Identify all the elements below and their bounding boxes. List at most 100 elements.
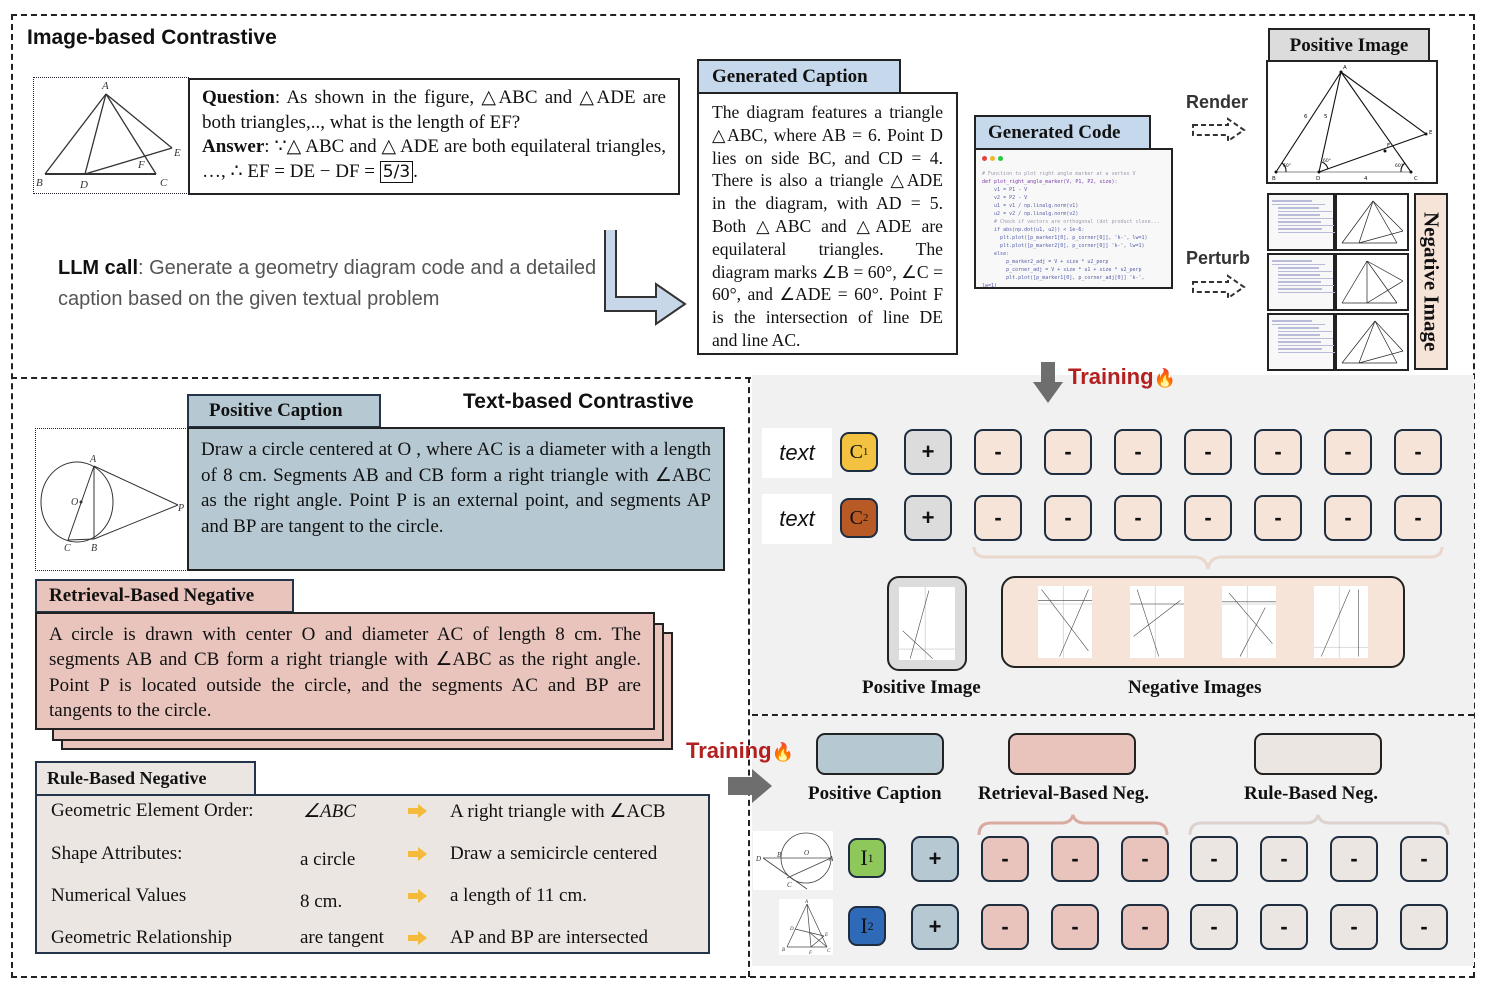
retrieval-negative-tab: Retrieval-Based Negative: [35, 579, 294, 613]
pos-image-label-d: D: [1316, 176, 1320, 182]
circle-label-o: O: [71, 497, 78, 508]
render-label: Render: [1186, 92, 1249, 112]
maximize-dot-icon: [998, 156, 1003, 161]
retrieval-negative-card: -: [1051, 904, 1099, 950]
negatives-brace: [972, 546, 1444, 570]
i2-label-e: E: [824, 933, 828, 938]
rule-from: are tangent: [300, 927, 384, 948]
pos-image-label-ab: 6: [1304, 114, 1308, 120]
llm-call-description: : Generate a geometry diagram code and a…: [58, 257, 597, 310]
code-thumb-line: [1278, 284, 1334, 286]
negative-pair-card: -: [1114, 429, 1162, 475]
code-thumb-line: [1278, 330, 1332, 332]
legend-label: Positive Caption: [808, 783, 942, 804]
image-token-letter: I: [860, 913, 868, 938]
panel-divider: [752, 714, 1474, 716]
code-thumb-line: [1278, 221, 1321, 223]
negative-pair-card: -: [974, 429, 1022, 475]
render-arrow: [1192, 117, 1246, 143]
rule-type: Geometric Relationship: [51, 927, 232, 948]
negative-pair-card: -: [1394, 429, 1442, 475]
caption-token-letter: C: [849, 440, 863, 463]
negative-triangle-thumb: [1335, 313, 1409, 371]
rule-to: Draw a semicircle centered: [450, 843, 658, 864]
i1-label-d: D: [755, 855, 761, 863]
i2-label-f: F: [808, 951, 813, 955]
pos-image-angle-c: 60°: [1395, 163, 1403, 169]
code-line: # Check if vectors are orthogonal (dot p…: [982, 219, 1160, 225]
positive-line-plot: [899, 587, 955, 660]
negative-pair-card: -: [1114, 495, 1162, 541]
generated-caption-tab: Generated Caption: [697, 59, 901, 95]
answer-value: 5/3: [379, 160, 414, 183]
code-thumb-line: [1278, 291, 1335, 293]
code-thumb-line: [1272, 323, 1325, 325]
code-line: plt.plot([p_marker1[0], p_corner[0]], 'k…: [982, 235, 1148, 241]
image-token-sub: 2: [867, 918, 874, 933]
retrieval-negative-box: A circle is drawn with center O and diam…: [35, 612, 655, 730]
pos-image-label-f: F: [1387, 143, 1390, 149]
code-line: else:: [982, 251, 1010, 257]
retrieval-negative-card: -: [981, 836, 1029, 882]
negative-pair-card: -: [1324, 495, 1372, 541]
negative-line-plot: [1130, 586, 1184, 658]
i2-label-c: C: [827, 949, 831, 954]
circle-label-b: B: [91, 543, 97, 554]
code-thumb-line: [1278, 217, 1333, 219]
rule-to: AP and BP are intersected: [450, 927, 649, 948]
negative-image-label-box: Negative Image: [1414, 193, 1448, 370]
llm-call-label: LLM call: [58, 257, 139, 279]
retrieval-negative-card: -: [981, 904, 1029, 950]
negative-code-thumb: [1267, 193, 1335, 251]
arrow-right-icon: [407, 888, 429, 910]
section-divider: [11, 377, 751, 379]
code-line: v2 = P2 - V: [982, 195, 1028, 201]
code-thumb-line: [1272, 200, 1312, 202]
rule-negative-card: -: [1400, 836, 1448, 882]
figure-label-e: E: [173, 147, 181, 159]
generated-code-tab: Generated Code: [974, 115, 1151, 151]
code-thumb-line: [1272, 260, 1312, 262]
answer-label: Answer: [202, 136, 265, 157]
i1-label-b: B: [777, 851, 782, 859]
code-thumb-line: [1278, 207, 1319, 209]
rule-negative-card: -: [1190, 904, 1238, 950]
circle-label-p: P: [177, 503, 184, 514]
pos-image-label-e: E: [1429, 130, 1433, 136]
i1-label-o: O: [804, 849, 809, 857]
code-thumb-line: [1278, 214, 1320, 216]
image-token-letter: I: [860, 845, 868, 870]
rule-brace: [1188, 814, 1450, 836]
i2-label-b: B: [782, 948, 785, 953]
code-thumb-line: [1278, 341, 1321, 343]
retrieval-negative-card: -: [1121, 904, 1169, 950]
code-thumb-line: [1278, 224, 1334, 226]
negative-line-plot: [1038, 586, 1092, 658]
circle-label-c: C: [64, 543, 71, 554]
fire-icon: 🔥: [771, 742, 794, 762]
negative-line-plot: [1314, 586, 1368, 658]
negative-image-label: Negative Image: [1419, 211, 1444, 352]
negative-pair-card: -: [1184, 429, 1232, 475]
code-line: plt.plot([p_marker2[0], p_corner[0]] 'k-…: [982, 243, 1145, 249]
training-right-arrow: [728, 769, 772, 803]
positive-caption-box: Draw a circle centered at O , where AC i…: [187, 427, 725, 571]
negative-code-thumb: [1267, 253, 1335, 311]
rule-negative-card: -: [1260, 904, 1308, 950]
negative-image-row: [1267, 193, 1409, 251]
positive-pair-card: +: [904, 495, 952, 541]
text-input-label: text: [762, 428, 832, 478]
rule-from: ∠ABC: [303, 801, 356, 822]
code-line: u1 = v1 / np.linalg.norm(v1): [982, 203, 1079, 209]
code-line: lw=1): [982, 283, 998, 289]
rule-type: Geometric Element Order:: [51, 800, 254, 821]
text-section-title: Text-based Contrastive: [463, 390, 694, 413]
problem-figure: A B C D E F: [33, 77, 189, 194]
negative-pair-card: -: [1184, 495, 1232, 541]
minimize-dot-icon: [990, 156, 995, 161]
pos-image-angle-b: 60°: [1283, 163, 1291, 169]
